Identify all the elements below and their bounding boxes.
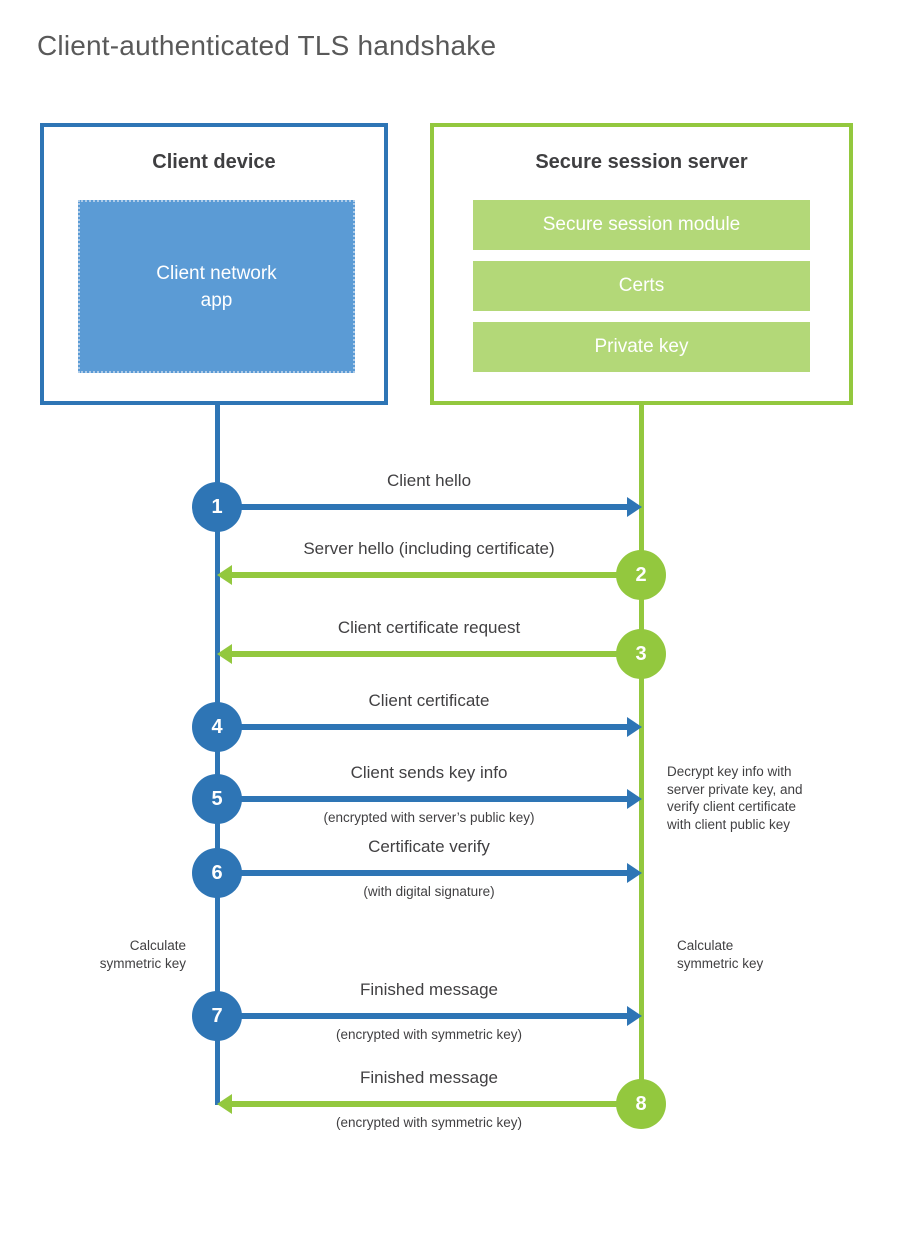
message-arrow [231, 572, 641, 578]
client-network-app-label: Client network app [156, 262, 277, 311]
step-circle: 4 [192, 702, 242, 752]
note-decrypt-key-info: Decrypt key info with server private key… [667, 763, 842, 833]
message-label: Client certificate [368, 691, 490, 710]
message-label: Client hello [386, 471, 472, 490]
server-module-certs: Certs [473, 261, 810, 311]
step-circle: 3 [616, 629, 666, 679]
arrowhead-right-icon [627, 789, 642, 809]
server-module-secure-session: Secure session module [473, 200, 810, 250]
server-lifeline [639, 405, 644, 1104]
message-label: Server hello (including certificate) [303, 539, 555, 558]
arrowhead-left-icon [217, 565, 232, 585]
client-device-title: Client device [152, 151, 276, 173]
note-line: verify client certificate [667, 799, 797, 814]
arrowhead-right-icon [627, 497, 642, 517]
message-label: Certificate verify [368, 837, 490, 856]
message-sublabel: (with digital signature) [363, 884, 495, 899]
step-number: 5 [211, 787, 223, 810]
note-calculate-symmetric-key-left: Calculate symmetric key [56, 937, 186, 972]
message-arrow [231, 651, 641, 657]
step-circle: 2 [616, 550, 666, 600]
server-module-private-key: Private key [473, 322, 810, 372]
message-arrow [217, 724, 629, 730]
arrowhead-left-icon [217, 1094, 232, 1114]
step-circle: 1 [192, 482, 242, 532]
arrowhead-left-icon [217, 644, 232, 664]
message-arrow [217, 1013, 629, 1019]
page-title: Client-authenticated TLS handshake [37, 30, 497, 61]
message-sublabel: (encrypted with symmetric key) [335, 1115, 523, 1130]
client-network-app-box: Client network app [78, 200, 355, 373]
note-line: Calculate [677, 938, 734, 953]
message-sublabel: (encrypted with server’s public key) [323, 810, 535, 825]
step-circle: 6 [192, 848, 242, 898]
message-arrow [217, 870, 629, 876]
message-sublabel: (encrypted with symmetric key) [335, 1027, 523, 1042]
note-line: Calculate [129, 938, 186, 953]
note-line: with client public key [667, 816, 791, 832]
step-circle: 5 [192, 774, 242, 824]
server-title: Secure session server [535, 151, 748, 173]
step-number: 7 [211, 1004, 223, 1027]
note-line: Decrypt key info with [667, 764, 792, 779]
note-line: server private key, and [667, 781, 803, 797]
note-calculate-symmetric-key-right: Calculate symmetric key [677, 937, 807, 972]
step-circle: 7 [192, 991, 242, 1041]
arrowhead-right-icon [627, 1006, 642, 1026]
message-arrow [217, 504, 629, 510]
message-arrow [217, 796, 629, 802]
client-lifeline [215, 405, 220, 1105]
note-line: symmetric key [677, 955, 764, 971]
arrowhead-right-icon [627, 717, 642, 737]
step-number: 6 [211, 861, 223, 884]
arrowhead-right-icon [627, 863, 642, 883]
step-number: 4 [211, 715, 223, 738]
message-label: Client certificate request [337, 618, 521, 637]
message-label: Finished message [360, 980, 498, 999]
message-arrow [231, 1101, 641, 1107]
step-number: 2 [635, 563, 647, 586]
message-label: Client sends key info [350, 763, 508, 782]
step-number: 1 [211, 495, 223, 518]
step-circle: 8 [616, 1079, 666, 1129]
step-number: 8 [635, 1092, 647, 1115]
step-number: 3 [635, 642, 647, 665]
message-label: Finished message [360, 1068, 498, 1087]
note-line: symmetric key [99, 955, 186, 971]
